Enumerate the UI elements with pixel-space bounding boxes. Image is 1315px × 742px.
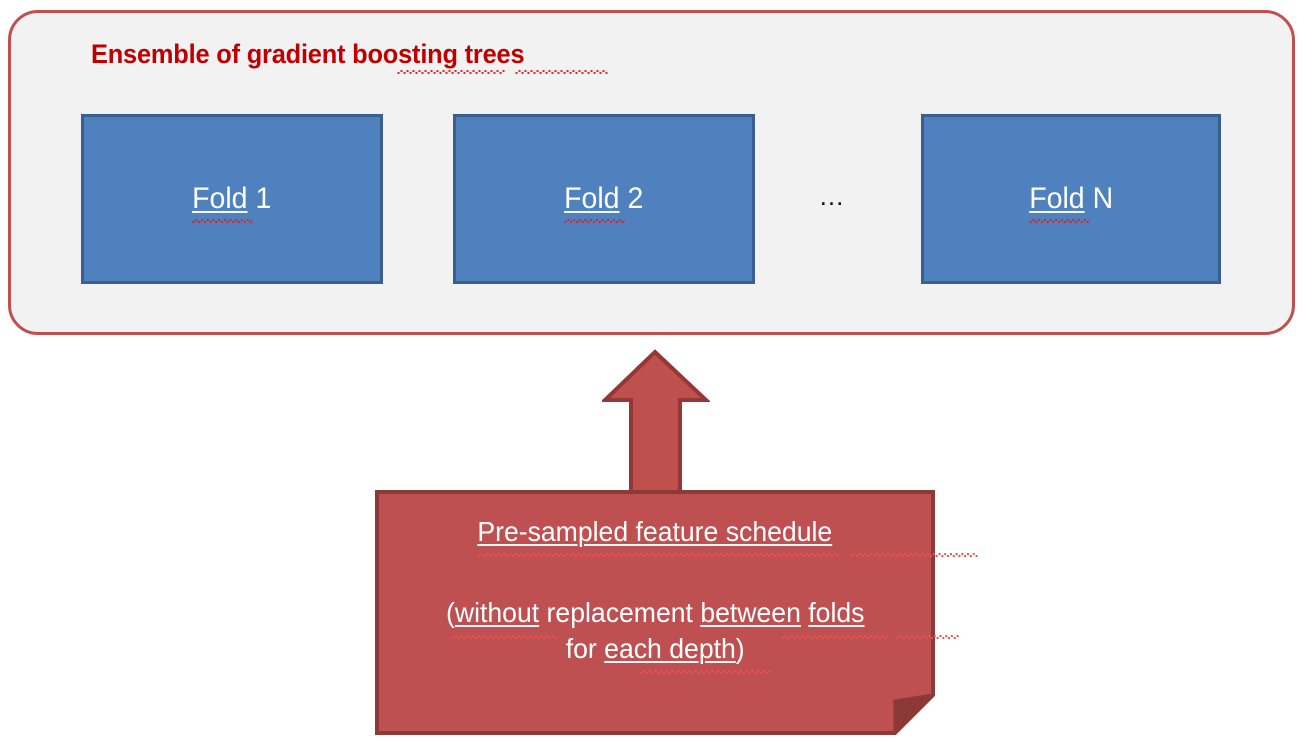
note-line-3-a: for (565, 632, 604, 664)
fold-box-n[interactable]: Fold N (921, 114, 1221, 284)
note-box[interactable]: Pre-sampled feature schedule (without re… (375, 490, 979, 735)
note-line-2-b: replacement (538, 597, 701, 629)
note-box-fold-flap (893, 693, 935, 735)
up-arrow-shape (600, 349, 712, 494)
note-line-3-close: ) (735, 632, 745, 664)
note-line-2-open: ( (445, 597, 455, 629)
spellcheck-squiggle-note-2c (896, 634, 959, 639)
spellcheck-squiggle-note-2b (781, 634, 888, 639)
spellcheck-squiggle-note-3 (639, 669, 771, 674)
spellcheck-squiggle-fold-1 (192, 219, 254, 223)
note-line-2-a: without (454, 597, 539, 629)
note-line-2-d (801, 597, 808, 628)
spellcheck-squiggle-fold-2 (564, 219, 626, 223)
ensemble-panel: Ensemble of gradient boosting trees Fold… (8, 10, 1295, 335)
fold-label-1-word: Fold (192, 182, 248, 215)
fold-label-2-word: Fold (564, 182, 620, 215)
spellcheck-squiggle-note-2a (451, 634, 558, 639)
note-line-2-c: between (700, 597, 801, 629)
note-line-2: (without replacement between folds (445, 595, 959, 639)
fold-label-2: Fold 2 (564, 182, 644, 223)
note-line-2-e: folds (808, 597, 865, 629)
fold-box-1[interactable]: Fold 1 (81, 114, 383, 284)
up-arrow-svg (600, 349, 712, 494)
spellcheck-squiggle-note-1a (477, 553, 839, 558)
note-line-3: for each depth) (565, 631, 771, 674)
spellcheck-squiggle-trees (515, 70, 608, 74)
fold-box-2[interactable]: Fold 2 (453, 114, 755, 284)
note-line-1-underlined: Pre-sampled feature (477, 516, 719, 547)
ellipsis-separator: … (818, 181, 846, 211)
note-line-1: Pre-sampled feature schedule (477, 514, 979, 558)
note-box-shape (375, 490, 935, 735)
fold-label-n: Fold N (1029, 182, 1113, 223)
spellcheck-squiggle-note-1b (849, 553, 979, 558)
fold-label-n-suffix: N (1084, 182, 1113, 215)
note-box-text: Pre-sampled feature schedule (without re… (375, 490, 979, 735)
spellcheck-squiggle-fold-n (1029, 219, 1090, 223)
page-title: Ensemble of gradient boosting trees (91, 39, 525, 69)
fold-label-1-suffix: 1 (247, 182, 272, 215)
fold-label-1: Fold 1 (192, 182, 272, 223)
fold-label-2-suffix: 2 (619, 182, 644, 215)
up-arrow-icon (600, 348, 712, 496)
note-line-1-rest: schedule (718, 516, 833, 547)
note-line-3-b: each depth (603, 632, 736, 664)
spellcheck-squiggle-boosting (397, 70, 505, 74)
fold-label-n-word: Fold (1029, 182, 1085, 215)
